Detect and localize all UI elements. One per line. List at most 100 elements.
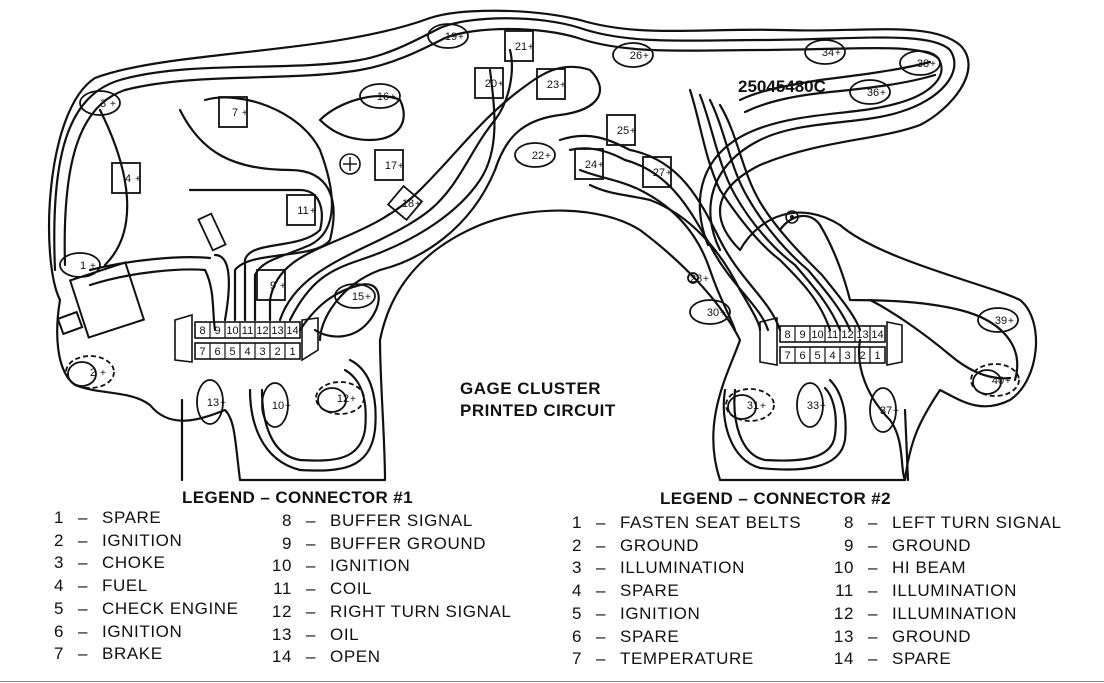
- legend-pin-function: ILLUMINATION: [620, 558, 745, 578]
- dash-separator: –: [77, 553, 89, 573]
- connector-pin-number: 6: [214, 346, 220, 358]
- plus-icon: +: [365, 292, 371, 303]
- legend-pin-number: 1: [571, 513, 582, 532]
- dash-separator: –: [305, 624, 317, 644]
- legend-entry: 13–GROUND: [830, 626, 1062, 649]
- bulb-number: 11: [297, 205, 308, 217]
- bulb-number: 34: [822, 47, 834, 59]
- sender-block: [68, 261, 146, 339]
- legend-pin-function: ILLUMINATION: [892, 603, 1017, 623]
- legend-entry: 8–BUFFER SIGNAL: [268, 510, 512, 533]
- dash-separator: –: [867, 535, 879, 555]
- bulb-number: 2: [90, 367, 96, 379]
- legend-pin-number: 2: [53, 530, 64, 550]
- dash-separator: –: [595, 626, 607, 646]
- bulb-socket: 12+: [315, 381, 365, 415]
- plus-icon: +: [643, 51, 649, 62]
- bulb-sockets: 1+2+3+4+7+9+10+11+12+13+15+16+17+18+19+2…: [59, 23, 1020, 433]
- connector-pin-number: 10: [811, 329, 823, 341]
- legend-entry: 14–SPARE: [830, 648, 1062, 671]
- legend-pin-number: 11: [835, 581, 854, 601]
- plus-icon: +: [285, 401, 291, 412]
- dash-separator: –: [305, 601, 317, 621]
- legend-pin-function: BUFFER SIGNAL: [330, 511, 473, 530]
- bulb-socket: 17+: [374, 149, 404, 181]
- bulb-number: 33: [807, 400, 819, 412]
- bulb-socket: 28+: [687, 272, 709, 285]
- connector-pin-number: 4: [244, 346, 250, 358]
- bulb-number: 9: [270, 280, 276, 292]
- plus-icon: +: [528, 42, 534, 53]
- legend-pin-function: SPARE: [102, 508, 162, 527]
- legend-pin-number: 5: [53, 598, 64, 618]
- plus-icon: +: [390, 92, 396, 103]
- legend-pin-function: GROUND: [892, 535, 972, 555]
- bulb-number: 39: [995, 315, 1007, 327]
- connector-pin-number: 2: [859, 350, 865, 362]
- legend-entry: 1–FASTEN SEAT BELTS: [560, 512, 801, 535]
- bulb-socket: 24+: [574, 148, 604, 180]
- legend-entry: 5–IGNITION: [560, 603, 801, 626]
- plus-icon: +: [100, 368, 106, 379]
- plus-icon: +: [835, 48, 841, 59]
- legend-entry: 9–BUFFER GROUND: [268, 533, 512, 556]
- legend-pin-number: 1: [53, 508, 64, 527]
- bulb-socket: 22+: [514, 142, 556, 168]
- diagram-title-line2: PRINTED CIRCUIT: [460, 401, 616, 420]
- legend-pin-number: 8: [281, 511, 292, 530]
- legend-pin-function: FASTEN SEAT BELTS: [620, 513, 802, 532]
- connector-pin-number: 5: [229, 346, 235, 358]
- connector-pin-number: 13: [271, 325, 283, 337]
- bulb-socket: 39+: [977, 307, 1019, 333]
- plus-icon: +: [498, 79, 504, 90]
- legend-pin-function: CHOKE: [102, 553, 166, 573]
- legend-pin-number: 11: [273, 579, 292, 599]
- bulb-socket: 7+: [218, 96, 248, 128]
- legend-pin-number: 14: [271, 647, 292, 667]
- legend-pin-function: BUFFER GROUND: [330, 533, 487, 553]
- plus-icon: +: [220, 398, 226, 409]
- legend-connector-1-title: LEGEND – CONNECTOR #1: [182, 488, 414, 507]
- diagram-title-line1: GAGE CLUSTER: [460, 379, 601, 398]
- bulb-number: 3: [100, 98, 106, 110]
- plus-icon: +: [666, 168, 672, 179]
- legend-entry: 6–SPARE: [560, 626, 801, 649]
- bulb-number: 17: [385, 160, 397, 172]
- legend-pin-number: 10: [271, 556, 292, 576]
- bulb-number: 26: [630, 50, 642, 62]
- plus-icon: +: [135, 174, 141, 185]
- plus-icon: +: [350, 394, 356, 405]
- mount-hole-icon: [339, 153, 361, 175]
- bulb-socket: 33+: [796, 382, 826, 428]
- connector-pin-number: 8: [199, 325, 205, 337]
- bulb-number: 16: [377, 91, 389, 103]
- legend-pin-function: CHECK ENGINE: [102, 598, 239, 618]
- plus-icon: +: [90, 261, 96, 272]
- bulb-socket: 13+: [196, 379, 226, 425]
- bulb-socket: 23+: [536, 68, 566, 100]
- dash-separator: –: [595, 535, 607, 555]
- connector-pin-number: 3: [259, 346, 265, 358]
- plus-icon: +: [760, 401, 766, 412]
- plus-icon: +: [242, 108, 248, 119]
- legend-entry: 11–ILLUMINATION: [830, 580, 1062, 603]
- connector-pin-number: 11: [242, 325, 253, 337]
- plus-icon: +: [310, 206, 316, 217]
- dash-separator: –: [595, 558, 607, 578]
- dash-separator: –: [867, 581, 879, 601]
- bulb-number: 38: [917, 58, 929, 70]
- plus-icon: +: [820, 401, 826, 412]
- dash-separator: –: [867, 649, 879, 669]
- legend-entry: 12–RIGHT TURN SIGNAL: [268, 601, 512, 624]
- legend-entry: 4–SPARE: [560, 580, 801, 603]
- legend-connector-2-title: LEGEND – CONNECTOR #2: [660, 489, 892, 508]
- bulb-number: 36: [867, 87, 879, 99]
- legend-pin-number: 2: [571, 535, 582, 555]
- legend-entry: 3–CHOKE: [40, 552, 239, 575]
- board-outline: [48, 9, 1038, 482]
- connector-pin-number: 6: [799, 350, 805, 362]
- bulb-number: 18: [402, 198, 414, 210]
